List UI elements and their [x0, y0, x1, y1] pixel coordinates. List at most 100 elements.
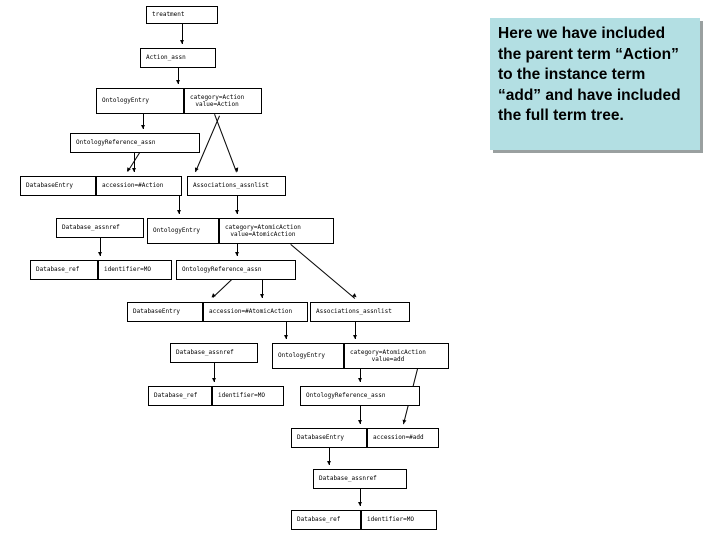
- node-text: accession=#Action: [102, 182, 164, 190]
- diagram-node[interactable]: Database_assnref: [170, 343, 258, 363]
- node-text: OntologyReference_assn: [76, 139, 156, 147]
- diagram-node[interactable]: accession=#Action: [96, 176, 182, 196]
- connector-vertical: [182, 24, 183, 44]
- node-cell: DatabaseEntry: [128, 303, 185, 321]
- node-text: value=AtomicAction: [230, 231, 296, 238]
- arrowhead-icon: [358, 420, 362, 424]
- node-cell: OntologyEntry: [148, 219, 205, 243]
- node-cell: identifier=MO: [99, 261, 156, 279]
- diagram-node[interactable]: Associations_assnlist: [310, 302, 410, 322]
- connector-vertical: [179, 196, 180, 214]
- diagram-node[interactable]: identifier=MO: [212, 386, 284, 406]
- diagram-node[interactable]: DatabaseEntry: [291, 428, 367, 448]
- node-text: Database_assnref: [176, 349, 234, 357]
- node-text: Associations_assnlist: [316, 308, 392, 316]
- node-cell: treatment: [147, 7, 190, 23]
- connector-vertical: [360, 406, 361, 424]
- connector-vertical: [100, 238, 101, 256]
- node-text: category=AtomicAction: [225, 223, 301, 231]
- diagram-node[interactable]: DatabaseEntry: [127, 302, 203, 322]
- arrowhead-icon: [327, 461, 331, 465]
- node-cell: Associations_assnlist: [188, 177, 274, 195]
- node-text: identifier=MO: [104, 266, 151, 274]
- node-text: OntologyReference_assn: [306, 392, 386, 400]
- node-text: category=AtomicAction: [350, 348, 426, 356]
- diagram-node[interactable]: Database_ref: [30, 260, 98, 280]
- arrowhead-icon: [353, 335, 357, 339]
- node-cell: Database_assnref: [171, 344, 239, 362]
- diagram-node[interactable]: Database_ref: [291, 510, 361, 530]
- connector-diagonal: [214, 114, 237, 173]
- node-text: Associations_assnlist: [193, 182, 269, 190]
- node-cell: identifier=MO: [213, 387, 270, 405]
- diagram-node[interactable]: OntologyReference_assn: [176, 260, 296, 280]
- node-cell: OntologyEntry: [97, 89, 154, 113]
- node-cell: OntologyReference_assn: [177, 261, 266, 279]
- node-text: Database_assnref: [319, 475, 377, 483]
- diagram-node[interactable]: OntologyReference_assn: [300, 386, 420, 406]
- diagram-node[interactable]: Database_ref: [148, 386, 212, 406]
- diagram-node[interactable]: Action_assn: [140, 48, 216, 68]
- arrowhead-icon: [193, 167, 199, 173]
- connector-vertical: [237, 244, 238, 256]
- diagram-node[interactable]: Database_assnref: [56, 218, 144, 238]
- connector-vertical: [214, 363, 215, 382]
- node-cell: Database_ref: [292, 511, 345, 529]
- arrowhead-icon: [212, 378, 216, 382]
- node-cell: Associations_assnlist: [311, 303, 397, 321]
- arrowhead-icon: [234, 167, 240, 173]
- node-text: accession=#add: [373, 434, 424, 442]
- arrowhead-icon: [176, 80, 180, 84]
- diagram-node[interactable]: OntologyEntry: [96, 88, 184, 114]
- connector-vertical: [360, 489, 361, 506]
- arrowhead-icon: [125, 167, 131, 173]
- node-text: OntologyEntry: [102, 97, 149, 105]
- connector-vertical: [143, 114, 144, 129]
- connector-diagonal: [290, 244, 355, 299]
- diagram-node[interactable]: treatment: [146, 6, 218, 24]
- node-cell: OntologyReference_assn: [71, 134, 160, 152]
- node-cell: OntologyReference_assn: [301, 387, 390, 405]
- diagram-node[interactable]: OntologyEntry: [147, 218, 219, 244]
- arrowhead-icon: [235, 252, 239, 256]
- node-cell: Database_assnref: [314, 470, 382, 488]
- diagram-node[interactable]: identifier=MO: [98, 260, 172, 280]
- node-text: OntologyEntry: [278, 352, 325, 360]
- diagram-node[interactable]: OntologyReference_assn: [70, 133, 200, 153]
- node-text: treatment: [152, 11, 185, 19]
- connector-vertical: [355, 322, 356, 339]
- node-text: value=Action: [195, 101, 239, 108]
- diagram-node[interactable]: DatabaseEntry: [20, 176, 96, 196]
- connector-vertical: [237, 196, 238, 214]
- node-text: DatabaseEntry: [297, 434, 344, 442]
- node-text: DatabaseEntry: [26, 182, 73, 190]
- arrowhead-icon: [260, 294, 264, 298]
- node-cell: accession=#Action: [97, 177, 168, 195]
- diagram-node[interactable]: accession=#add: [367, 428, 439, 448]
- connector-vertical: [178, 68, 179, 84]
- diagram-node[interactable]: Associations_assnlist: [187, 176, 286, 196]
- node-cell: Database_ref: [149, 387, 202, 405]
- arrowhead-icon: [141, 125, 145, 129]
- connector-vertical: [329, 448, 330, 465]
- node-text: Database_ref: [297, 516, 341, 524]
- arrowhead-icon: [358, 502, 362, 506]
- node-cell: Database_assnref: [57, 219, 125, 237]
- diagram-node[interactable]: accession=#AtomicAction: [203, 302, 308, 322]
- node-cell: Database_ref: [31, 261, 84, 279]
- diagram-node[interactable]: identifier=MO: [361, 510, 437, 530]
- arrowhead-icon: [180, 40, 184, 44]
- diagram-node[interactable]: OntologyEntry: [272, 343, 344, 369]
- arrowhead-icon: [358, 378, 362, 382]
- node-text: Action_assn: [146, 54, 186, 62]
- connector-vertical: [134, 153, 135, 172]
- node-text: OntologyEntry: [153, 227, 200, 235]
- diagram-node[interactable]: Database_assnref: [313, 469, 407, 489]
- node-text: Database_assnref: [62, 224, 120, 232]
